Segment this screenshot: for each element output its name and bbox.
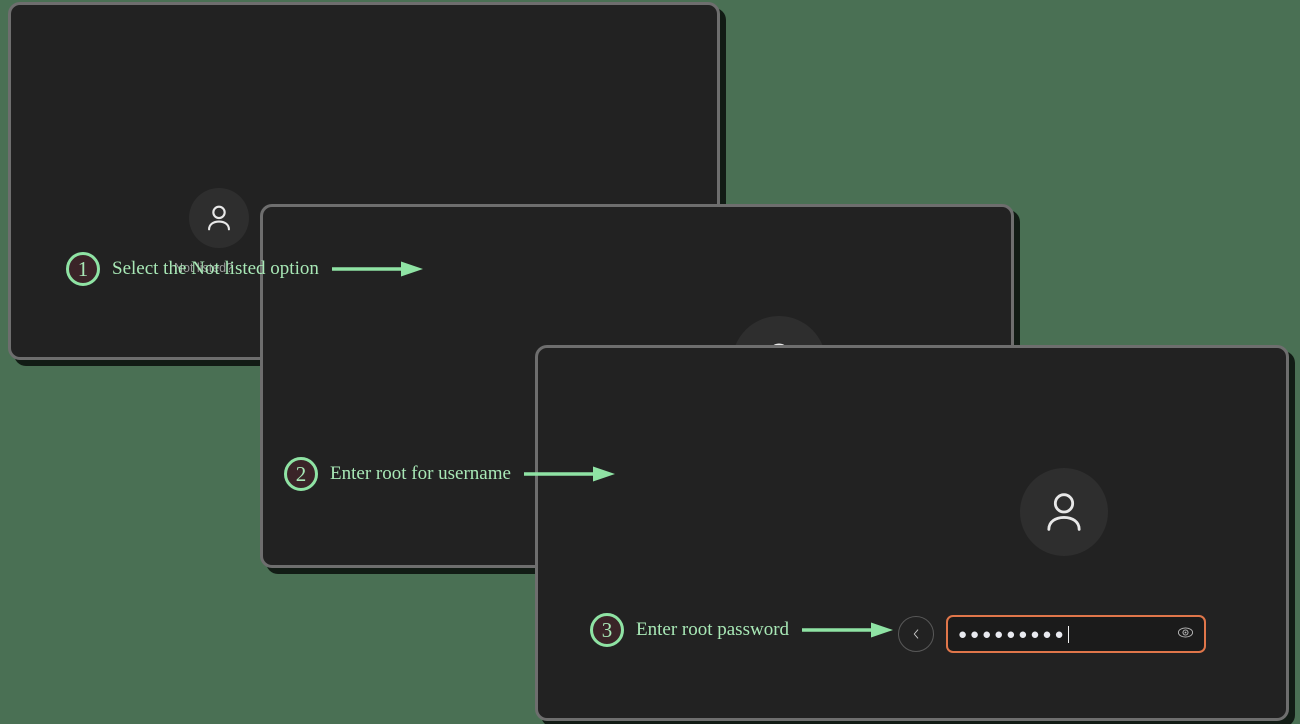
person-avatar-icon: [189, 188, 249, 248]
arrow-icon: [331, 261, 423, 277]
password-prompt-row: ●●●●●●●●●: [898, 615, 1206, 653]
password-input-value: ●●●●●●●●●: [958, 625, 1067, 643]
annotation-step-1: 1 Select the Not listed option: [66, 252, 423, 286]
arrow-icon: [802, 622, 894, 638]
chevron-left-icon[interactable]: [898, 616, 934, 652]
annotation-step-3: 3 Enter root password: [590, 613, 894, 647]
password-input[interactable]: ●●●●●●●●●: [946, 615, 1206, 653]
step-label-2: Enter root for username: [330, 463, 511, 484]
annotation-step-2: 2 Enter root for username: [284, 457, 615, 491]
step-label-1: Select the Not listed option: [112, 258, 319, 279]
step-badge-1: 1: [66, 252, 100, 286]
step-badge-2: 2: [284, 457, 318, 491]
arrow-icon: [523, 466, 615, 482]
step-label-3: Enter root password: [636, 619, 790, 640]
login-screen-window-3: ●●●●●●●●●: [535, 345, 1289, 721]
text-cursor: [1067, 625, 1069, 643]
not-listed-link[interactable]: Not listed?: [174, 261, 234, 275]
step-badge-3: 3: [590, 613, 624, 647]
eye-reveal-icon[interactable]: [1177, 624, 1194, 645]
person-avatar-icon: [1020, 468, 1108, 556]
